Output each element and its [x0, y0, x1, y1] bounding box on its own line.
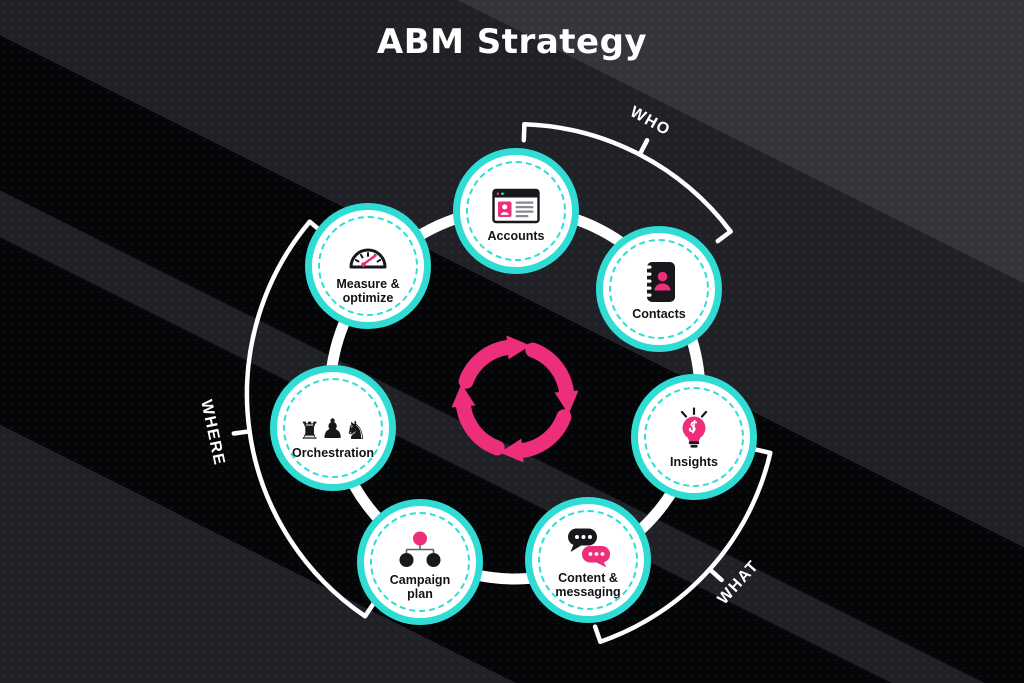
chess-pieces-icon: ♜♟♞: [299, 397, 367, 443]
page-title: ABM Strategy: [376, 22, 648, 62]
browser-account-card-icon: [491, 180, 541, 226]
node-label: Contacts: [632, 306, 686, 321]
who-bracket: [521, 121, 733, 244]
node-accounts: Accounts: [453, 148, 579, 274]
node-orchestration: ♜♟♞ Orchestration: [270, 365, 396, 491]
node-content-messaging: Content & messaging: [525, 497, 651, 623]
address-book-icon: [636, 258, 682, 304]
org-chart-icon: [397, 524, 443, 570]
node-label: Orchestration: [292, 445, 374, 460]
speech-bubbles-icon: [563, 522, 613, 568]
what-bracket: [592, 447, 773, 644]
node-campaign-plan: Campaign plan: [357, 499, 483, 625]
node-insights: Insights: [631, 374, 757, 500]
chess-pawn-glyph: ♟: [320, 413, 345, 445]
chess-knight-glyph: ♞: [344, 415, 368, 445]
cycle-arrows-icon: [451, 335, 579, 463]
node-label: Campaign plan: [389, 572, 451, 601]
node-label: Content & messaging: [555, 570, 621, 599]
node-contacts: Contacts: [596, 226, 722, 352]
node-label: Measure & optimize: [336, 276, 400, 305]
node-label: Insights: [670, 454, 718, 469]
gauge-icon: [344, 228, 392, 274]
node-measure-optimize: Measure & optimize: [305, 203, 431, 329]
lightbulb-icon: [671, 406, 717, 452]
chess-rook-glyph: ♜: [298, 416, 321, 445]
node-label: Accounts: [487, 228, 545, 243]
